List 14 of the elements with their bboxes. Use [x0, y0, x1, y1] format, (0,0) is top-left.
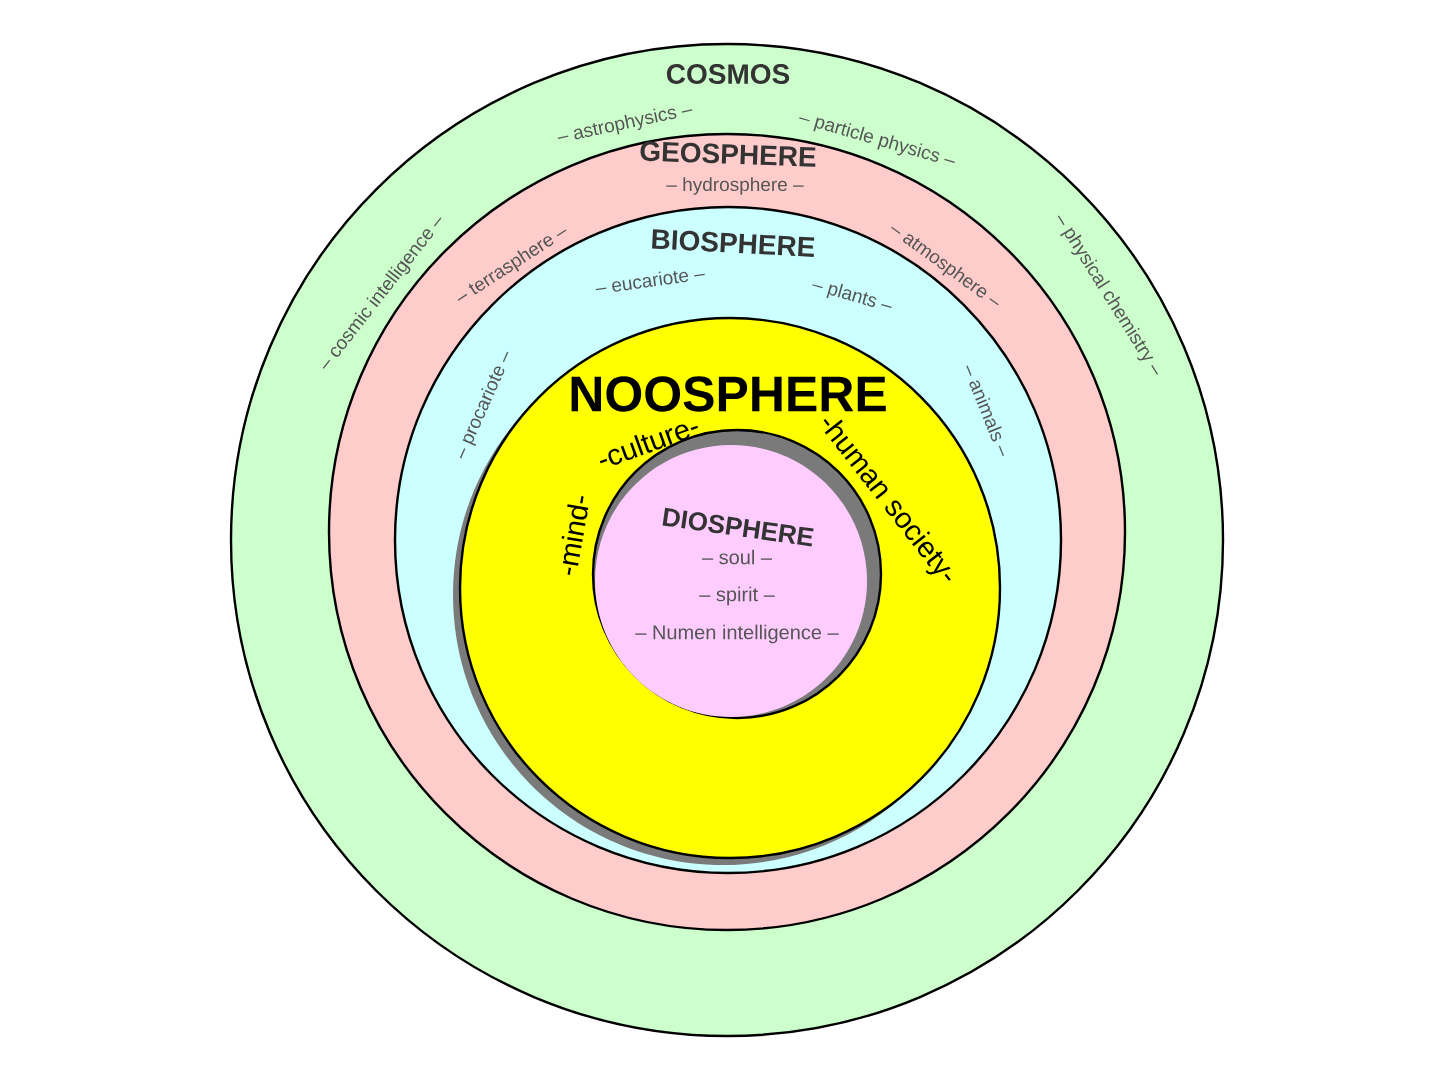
sphere-title: GEOSPHERE: [640, 141, 816, 167]
ring-label: – soul –: [702, 549, 772, 565]
sphere-title: BIOSPHERE: [652, 229, 815, 257]
sphere-title: NOOSPHERE: [571, 376, 886, 412]
ring-label: – eucariote –: [595, 270, 705, 292]
ring-label: – Numen intelligence –: [635, 624, 839, 644]
ring-label: -mind-: [561, 496, 589, 575]
ring-label: – plants –: [812, 283, 892, 309]
ring-label: – spirit –: [699, 586, 775, 606]
ring-label: – astrophysics –: [557, 108, 693, 140]
sphere-title: COSMOS: [666, 64, 790, 84]
ring-label: – hydrosphere –: [666, 177, 804, 195]
ring-label: -culture-: [599, 424, 699, 465]
sphere-title: DIOSPHERE: [662, 507, 814, 547]
